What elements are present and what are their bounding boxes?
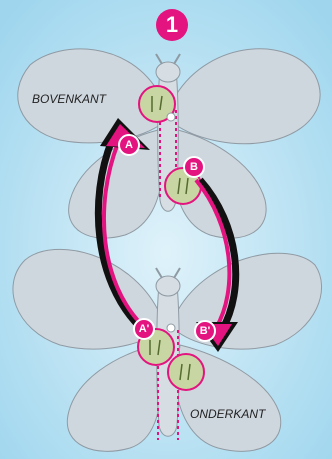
step-number-badge: 1 — [156, 9, 188, 41]
label-bottom-side: ONDERKANT — [190, 407, 265, 421]
point-b-prime-marker: B' — [194, 320, 216, 342]
point-a-marker: A — [118, 134, 140, 156]
buttonhole-bottom — [167, 324, 175, 332]
point-a-prime-marker: A' — [133, 318, 155, 340]
button-b-prime — [168, 354, 204, 390]
point-b-marker: B — [183, 156, 205, 178]
buttonhole-top — [167, 113, 175, 121]
label-top-side: BOVENKANT — [32, 92, 106, 106]
head-bottom — [156, 276, 180, 296]
head-top — [156, 62, 180, 82]
